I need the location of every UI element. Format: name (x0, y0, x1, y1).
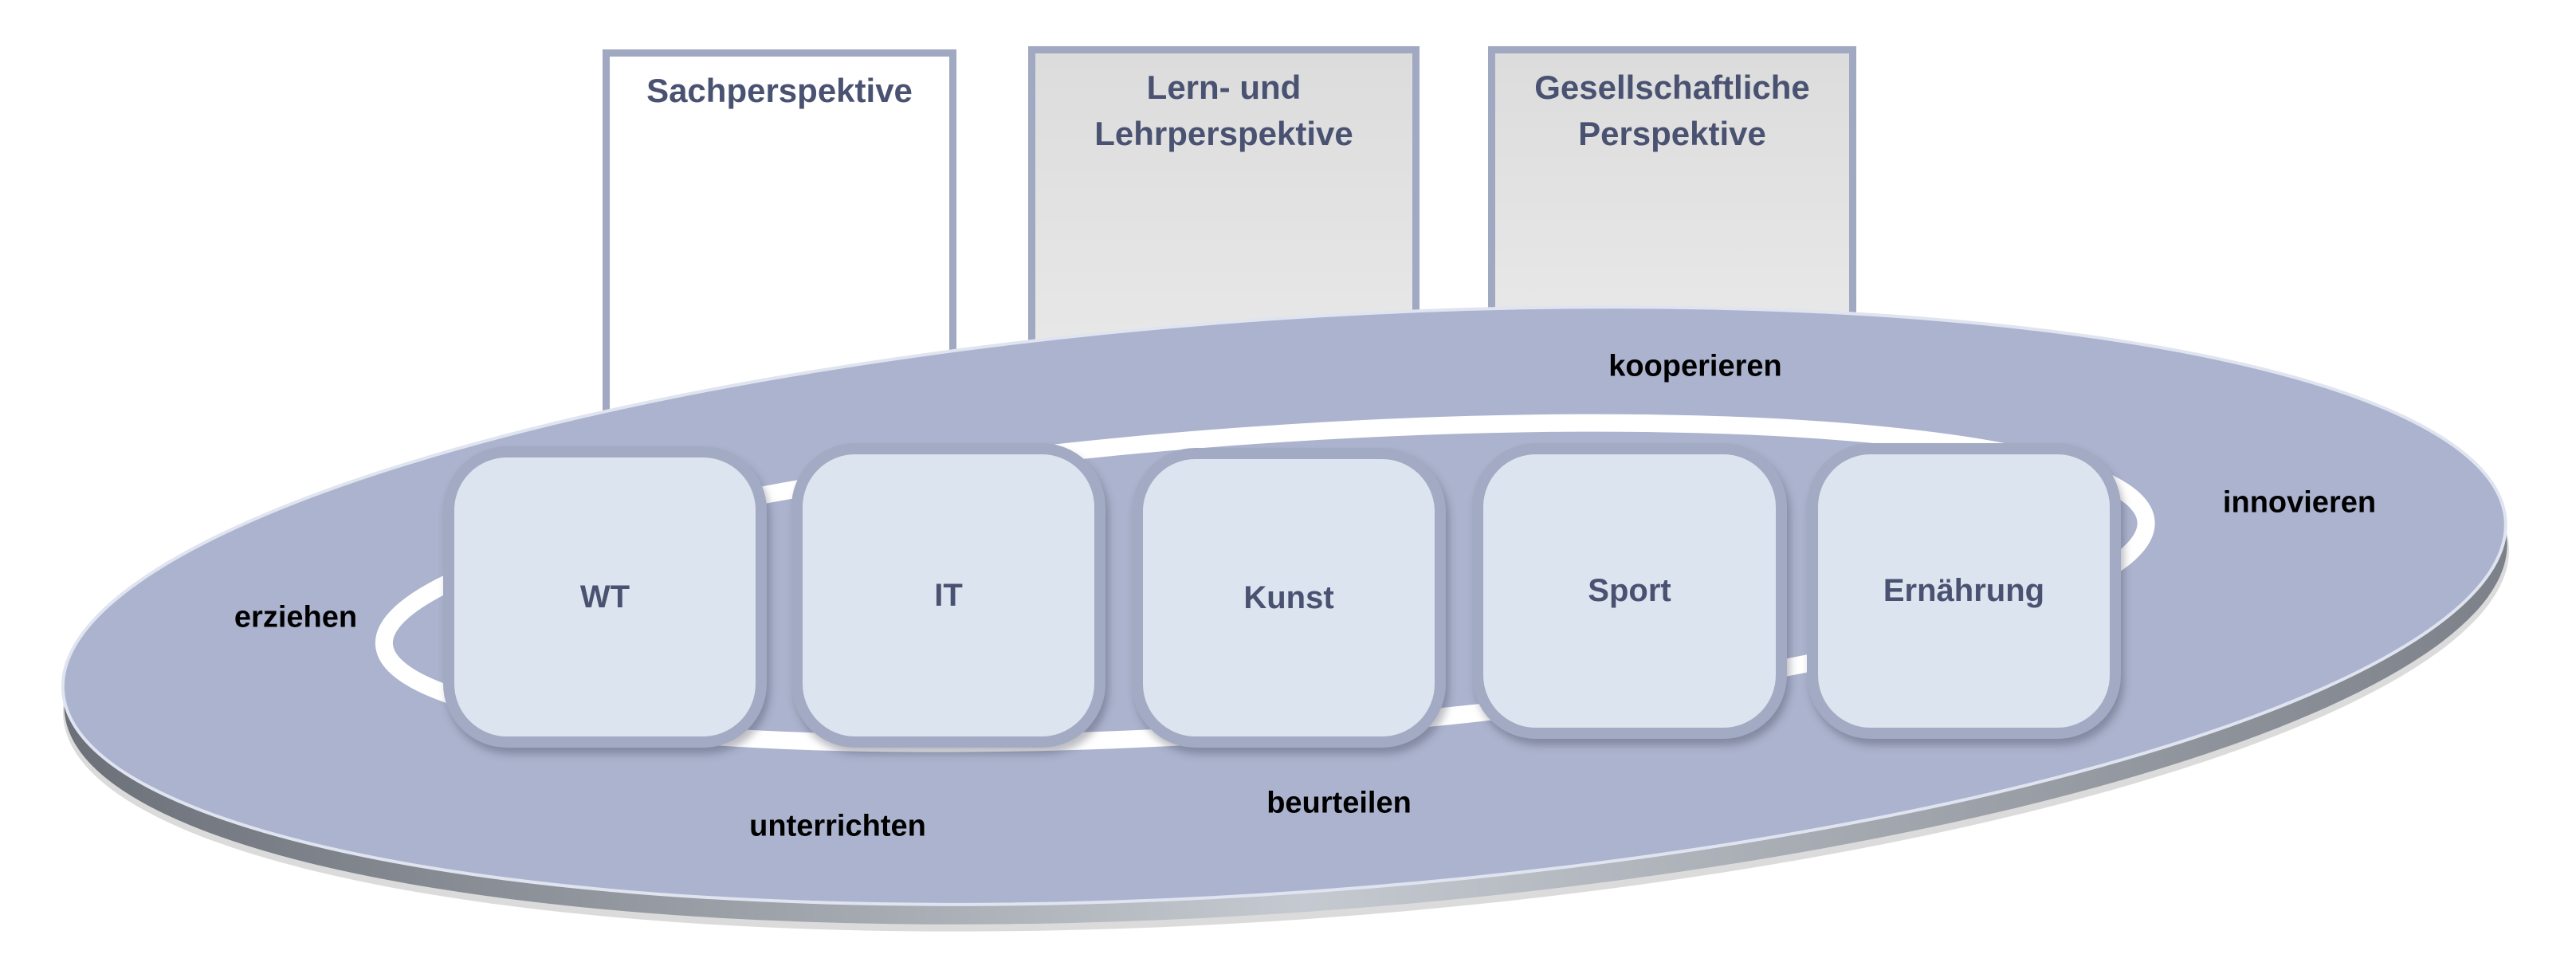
subject-label: IT (934, 577, 963, 613)
subject-label: Kunst (1243, 579, 1334, 615)
perspective-sach: Sachperspektive (603, 49, 956, 424)
subject-card-wt: WT (443, 446, 767, 748)
subject-card-sport: Sport (1472, 443, 1787, 739)
activity-kooperieren: kooperieren (1608, 349, 1782, 383)
subject-card-it: IT (791, 443, 1105, 748)
subject-card-ernaehrung: Ernährung (1807, 443, 2121, 739)
activity-innovieren: innovieren (2222, 485, 2377, 520)
activity-erziehen: erziehen (234, 600, 358, 634)
activity-beurteilen: beurteilen (1266, 786, 1412, 820)
subject-card-kunst: Kunst (1132, 448, 1446, 748)
subject-label: Sport (1588, 573, 1671, 608)
subject-label: WT (579, 579, 630, 615)
activity-unterrichten: unterrichten (749, 809, 926, 843)
subject-label: Ernährung (1883, 573, 2045, 608)
